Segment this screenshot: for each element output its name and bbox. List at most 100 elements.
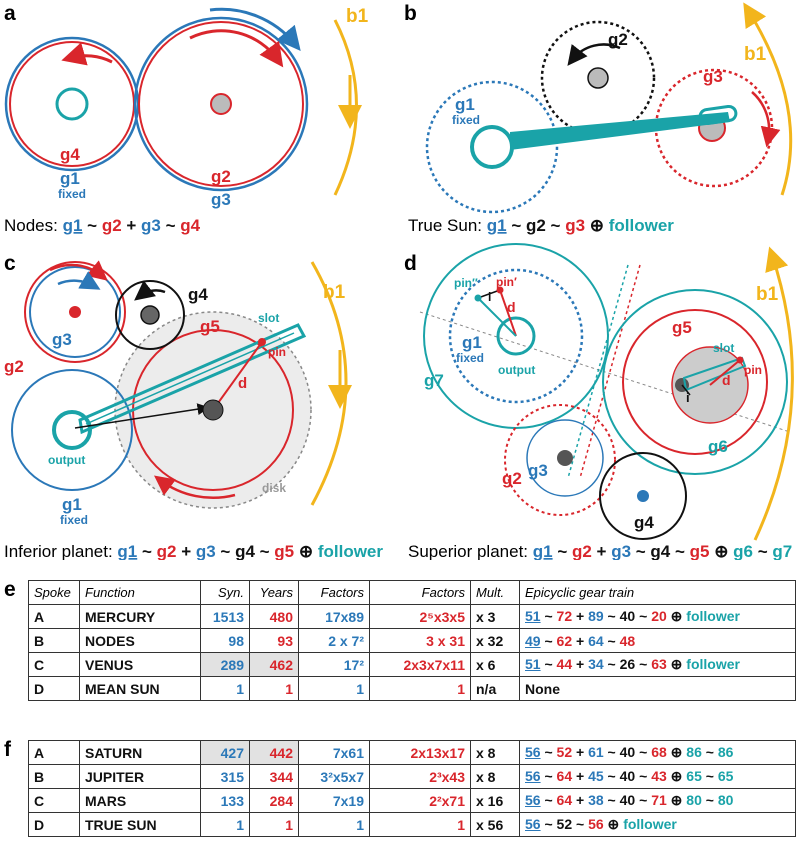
train-segment: 26 bbox=[619, 656, 636, 672]
spoke-cell: A bbox=[28, 604, 80, 629]
train-segment: ~ bbox=[603, 608, 620, 624]
train-segment: 64 bbox=[556, 768, 573, 784]
g3-label: g3 bbox=[703, 67, 723, 86]
slot-label: slot bbox=[258, 311, 279, 325]
train-segment: 56 bbox=[525, 792, 541, 808]
d-label-1: d bbox=[507, 299, 516, 315]
caption-segment: ⊕ bbox=[294, 542, 318, 560]
train-segment: + bbox=[572, 656, 589, 672]
caption-segment: ~ bbox=[546, 216, 565, 235]
g7-label: g7 bbox=[424, 371, 444, 390]
g1-label: g1 bbox=[62, 495, 82, 514]
rotation-arrow-g2 bbox=[189, 29, 284, 68]
train-segment: + bbox=[572, 632, 589, 649]
syn-cell: 1 bbox=[200, 812, 250, 837]
gear-g1 bbox=[11, 369, 133, 491]
b1-label: b1 bbox=[744, 44, 767, 65]
train-segment: 43 bbox=[651, 768, 667, 784]
gear-g2 bbox=[138, 21, 304, 187]
train-segment: ~ bbox=[540, 768, 557, 784]
train-segment: 51 bbox=[525, 608, 541, 624]
train-segment: 40 bbox=[619, 768, 636, 784]
g4-label: g4 bbox=[188, 285, 208, 304]
axle-g2 bbox=[69, 306, 81, 318]
axle-g3 bbox=[557, 450, 573, 466]
rotation-arrow-g5 bbox=[154, 475, 236, 500]
gear-train-cell: 56 ~ 64 + 38 ~ 40 ~ 71 ⊕ 80 ~ 80 bbox=[519, 788, 796, 813]
train-segment: ~ bbox=[635, 744, 652, 760]
follower-slot bbox=[698, 104, 738, 126]
caption-segment: g1 bbox=[533, 542, 553, 560]
caption-segment: g5 bbox=[690, 542, 710, 560]
caption-segment: g1 bbox=[63, 216, 83, 235]
caption-segment: g2 bbox=[157, 542, 177, 560]
caption-segment: + bbox=[176, 542, 195, 560]
gear-train-cell: 56 ~ 52 ~ 56 ⊕ follower bbox=[519, 812, 796, 837]
i-label-2: i bbox=[686, 390, 690, 405]
train-segment: 71 bbox=[651, 792, 667, 808]
train-segment: ~ bbox=[635, 792, 652, 808]
train-segment: 56 bbox=[525, 744, 541, 760]
g2-label: g2 bbox=[608, 30, 628, 49]
train-segment: + bbox=[572, 744, 589, 760]
gear-train-cell: 51 ~ 72 + 89 ~ 40 ~ 20 ⊕ follower bbox=[519, 604, 796, 629]
train-segment: ~ bbox=[603, 632, 620, 649]
factors-2-cell: 2²x71 bbox=[369, 788, 471, 813]
fixed-label: fixed bbox=[58, 187, 86, 201]
col-spoke: Spoke bbox=[28, 580, 80, 605]
factors-1-cell: 17x89 bbox=[298, 604, 370, 629]
syn-cell: 289 bbox=[200, 652, 250, 677]
output-hub bbox=[496, 316, 536, 356]
d-label-2: d bbox=[722, 372, 731, 388]
d-label: d bbox=[238, 375, 247, 392]
train-segment: ~ bbox=[701, 768, 718, 784]
col-years: Years bbox=[249, 580, 299, 605]
function-cell: JUPITER bbox=[79, 764, 201, 789]
gear-g3 bbox=[133, 16, 309, 192]
i-line bbox=[681, 384, 691, 396]
factors-2-cell: 2³x43 bbox=[369, 764, 471, 789]
gear-g7 bbox=[423, 243, 609, 429]
mult-cell: x 6 bbox=[470, 652, 520, 677]
train-segment: 56 bbox=[525, 768, 541, 784]
train-segment: 40 bbox=[619, 608, 636, 624]
panel-c-label: c bbox=[4, 252, 16, 275]
mult-cell: x 3 bbox=[470, 604, 520, 629]
train-segment: ⊕ bbox=[666, 792, 687, 808]
caption-segment: g6 bbox=[733, 542, 753, 560]
train-segment: 65 bbox=[717, 768, 734, 784]
g1-label: g1 bbox=[60, 169, 80, 188]
caption-segment: ~ bbox=[507, 216, 526, 235]
caption-segment: + bbox=[592, 542, 611, 560]
g3-label: g3 bbox=[528, 461, 548, 480]
spoke-cell: D bbox=[28, 812, 80, 837]
gear-train-cell: 56 ~ 64 + 45 ~ 40 ~ 43 ⊕ 65 ~ 65 bbox=[519, 764, 796, 789]
caption-a: Nodes: g1 ~ g2 + g3 ~ g4 bbox=[4, 216, 201, 235]
train-segment: ⊕ bbox=[666, 608, 687, 624]
b1-label: b1 bbox=[346, 6, 369, 27]
output-arm bbox=[477, 297, 517, 337]
train-segment: follower bbox=[623, 816, 677, 832]
train-segment: ~ bbox=[540, 744, 557, 760]
train-segment: 56 bbox=[588, 816, 604, 832]
train-segment: ~ bbox=[635, 608, 652, 624]
years-cell: 93 bbox=[249, 628, 299, 653]
guide-line-teal bbox=[567, 264, 629, 479]
syn-cell: 1 bbox=[200, 676, 250, 701]
gear-train-cell: 49 ~ 62 + 64 ~ 48 bbox=[519, 628, 796, 653]
train-segment: ~ bbox=[540, 816, 557, 832]
train-segment: 80 bbox=[686, 792, 702, 808]
train-segment: 63 bbox=[651, 656, 667, 672]
train-segment: 56 bbox=[525, 816, 541, 832]
spoke-cell: B bbox=[28, 628, 80, 653]
train-segment: 65 bbox=[686, 768, 702, 784]
gear-g4 bbox=[599, 452, 687, 540]
caption-segment: g5 bbox=[274, 542, 294, 560]
col-factors-1: Factors bbox=[298, 580, 370, 605]
g2-label: g2 bbox=[4, 357, 24, 376]
